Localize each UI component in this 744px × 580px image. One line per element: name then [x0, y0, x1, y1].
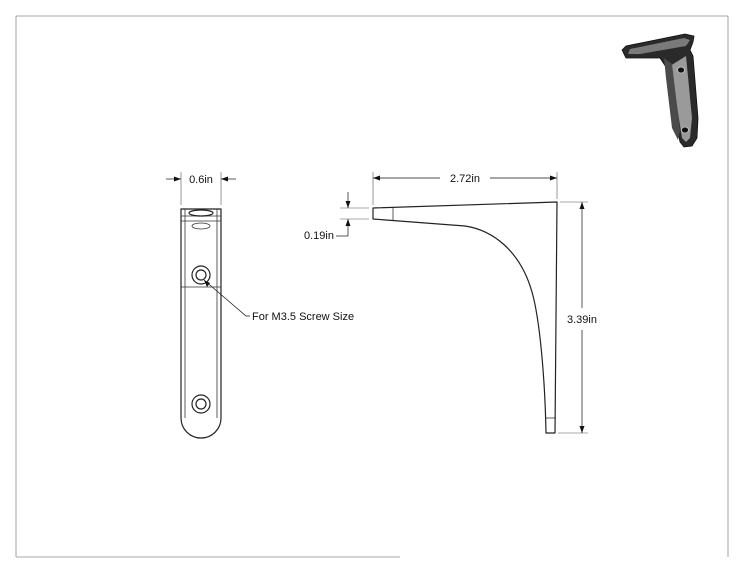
dimension-label-overall-width: 2.72in [450, 173, 480, 185]
dimension-side-width: 0.6in [166, 172, 236, 205]
dimension-height: 3.39in [558, 201, 597, 434]
profile-view [372, 201, 558, 434]
dimension-label-side-width: 0.6in [189, 174, 213, 186]
side-view [180, 208, 222, 439]
dimension-label-thickness: 0.19in [304, 230, 334, 242]
sheet-border [15, 15, 729, 558]
dimension-label-height: 3.39in [567, 314, 597, 326]
dimension-thickness: 0.19in [304, 192, 369, 242]
iso-preview-view [621, 33, 699, 148]
upper-screw-hole [191, 265, 211, 285]
dimension-overall-width: 2.72in [372, 172, 558, 205]
lower-screw-hole [191, 394, 211, 414]
screw-note: For M3.5 Screw Size [252, 311, 354, 323]
screw-note-leader: For M3.5 Screw Size [203, 279, 354, 323]
